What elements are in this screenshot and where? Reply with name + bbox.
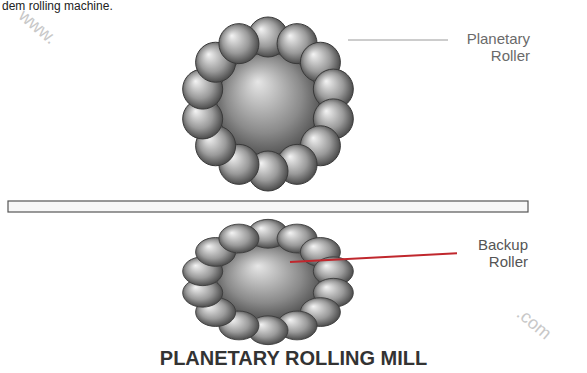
leader-line [348,40,448,41]
leader-line [290,253,457,262]
figure-caption: PLANETARY ROLLING MILL [0,347,587,370]
workpiece-strip [8,201,528,212]
roller-cluster [183,219,354,344]
part-label: Backup Roller [462,236,528,271]
planetary-roller [219,224,259,253]
watermark: .com [512,303,571,357]
roller-cluster [183,17,354,191]
watermark: www. [14,5,73,59]
part-label: Planetary Roller [448,30,530,65]
planetary-roller [219,24,259,64]
